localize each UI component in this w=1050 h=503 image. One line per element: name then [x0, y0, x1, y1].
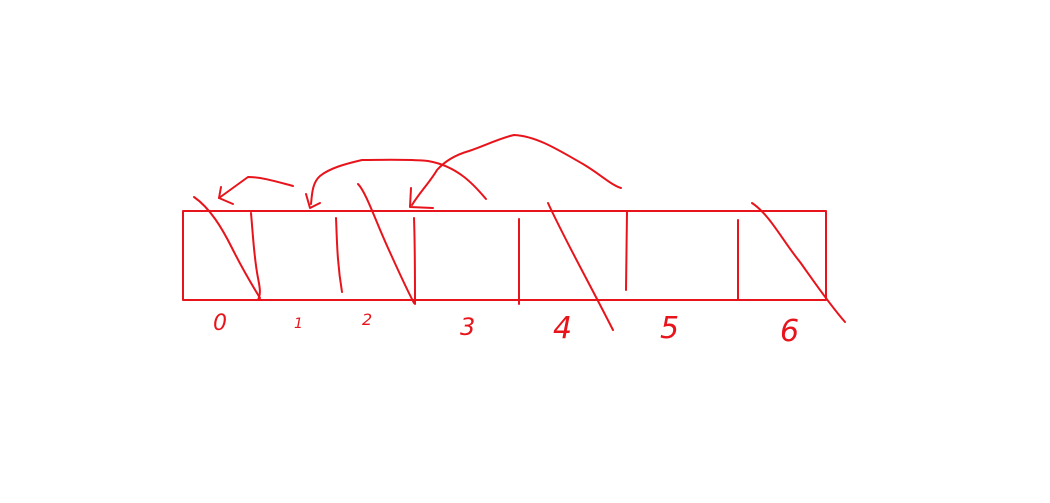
- arrow-head-cell-2: [305, 193, 321, 209]
- index-label-2: 2: [362, 310, 372, 329]
- long-arc: [411, 134, 622, 206]
- arrow-to-cell-2: [310, 158, 487, 205]
- index-label-3: 3: [460, 313, 475, 341]
- cell-dividers: [250, 211, 739, 305]
- arrow-to-cell-0: [218, 176, 294, 199]
- index-label-5: 5: [660, 311, 679, 346]
- arrows: [218, 134, 622, 209]
- index-label-6: 6: [780, 314, 799, 349]
- array-box: [182, 210, 827, 301]
- slash-cell-6: [751, 202, 846, 323]
- slash-cell-0: [193, 196, 261, 299]
- slash-cell-2: [357, 183, 415, 304]
- divider-5: [625, 211, 628, 291]
- index-label-4: 4: [553, 311, 572, 346]
- arrow-head-long-arc: [409, 187, 434, 209]
- index-labels: 0 1 2 3 4 5 6: [213, 310, 799, 349]
- divider-1: [250, 212, 261, 301]
- index-label-0: 0: [213, 311, 227, 336]
- divider-3: [413, 217, 416, 305]
- arrow-head-cell-0: [218, 186, 234, 205]
- slash-cell-4: [547, 202, 614, 331]
- slash-strokes: [193, 183, 846, 331]
- divider-2: [335, 217, 343, 293]
- index-label-1: 1: [294, 316, 303, 332]
